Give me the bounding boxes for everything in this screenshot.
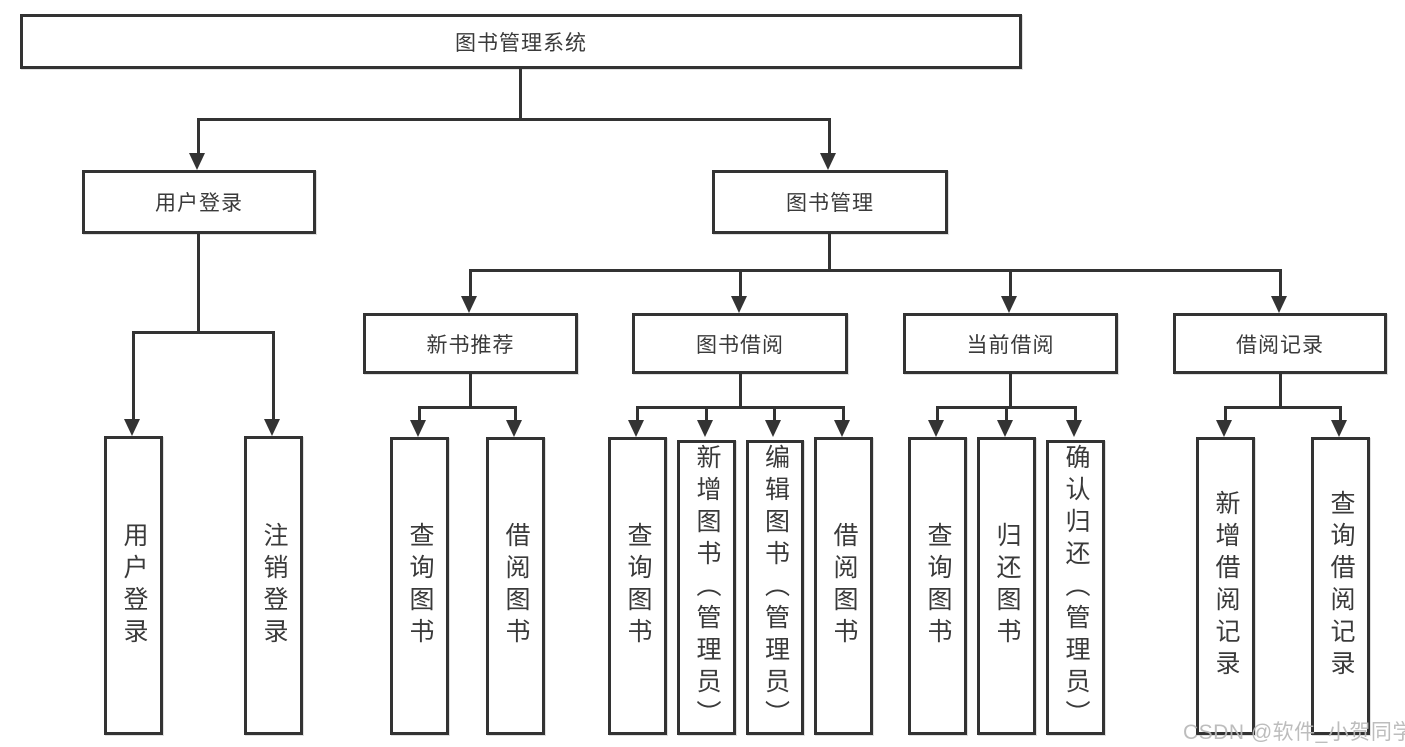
connector-line	[636, 406, 844, 409]
leaf-borrow-books-2: 借阅图书	[814, 437, 873, 735]
connector-line	[828, 233, 831, 271]
connector-line	[1009, 269, 1012, 298]
node-new-book-recommend: 新书推荐	[363, 313, 578, 374]
connector-line	[514, 406, 517, 421]
leaf-user-login: 用户登录	[104, 436, 163, 735]
arrow-down-icon	[124, 419, 140, 436]
node-book-borrowing: 图书借阅	[632, 313, 848, 374]
leaf-logout: 注销登录	[244, 436, 303, 735]
connector-line	[773, 406, 776, 421]
leaf-confirm-return-admin: 确认归还（管理员）	[1046, 440, 1105, 735]
arrow-down-icon	[1331, 420, 1347, 437]
connector-line	[705, 406, 708, 421]
connector-line	[1279, 374, 1282, 408]
arrow-down-icon	[410, 420, 426, 437]
arrow-down-icon	[461, 296, 477, 313]
connector-line	[828, 118, 831, 154]
connector-line	[519, 67, 522, 119]
connector-line	[469, 269, 1282, 272]
connector-line	[418, 406, 421, 421]
arrow-down-icon	[264, 419, 280, 436]
arrow-down-icon	[834, 420, 850, 437]
leaf-add-books-admin: 新增图书（管理员）	[677, 440, 736, 735]
connector-line	[132, 331, 135, 420]
connector-line	[1005, 406, 1008, 421]
connector-line	[1224, 406, 1227, 421]
arrow-down-icon	[1001, 296, 1017, 313]
arrow-down-icon	[1216, 420, 1232, 437]
connector-line	[1279, 269, 1282, 298]
leaf-query-books-2: 查询图书	[608, 437, 667, 735]
arrow-down-icon	[820, 153, 836, 170]
arrow-down-icon	[997, 420, 1013, 437]
connector-line	[469, 269, 472, 298]
leaf-borrow-books-1: 借阅图书	[486, 437, 545, 735]
leaf-query-books-1: 查询图书	[390, 437, 449, 735]
connector-line	[739, 374, 742, 408]
arrow-down-icon	[189, 153, 205, 170]
arrow-down-icon	[928, 420, 944, 437]
csdn-watermark: CSDN @软件_小贺同学	[1183, 721, 1405, 744]
leaf-add-borrow-record: 新增借阅记录	[1196, 437, 1255, 735]
arrow-down-icon	[731, 296, 747, 313]
node-current-borrowing: 当前借阅	[903, 313, 1118, 374]
arrow-down-icon	[765, 420, 781, 437]
connector-line	[936, 406, 939, 421]
connector-line	[1009, 374, 1012, 408]
arrow-down-icon	[1066, 420, 1082, 437]
leaf-query-books-3: 查询图书	[908, 437, 967, 735]
connector-line	[418, 406, 517, 409]
connector-line	[1339, 406, 1342, 421]
node-book-management: 图书管理	[712, 170, 948, 234]
connector-line	[469, 374, 472, 408]
node-user-login: 用户登录	[82, 170, 316, 234]
connector-line	[272, 331, 275, 420]
leaf-edit-books-admin: 编辑图书（管理员）	[746, 440, 804, 735]
leaf-query-borrow-record: 查询借阅记录	[1311, 437, 1370, 735]
node-library-management-system: 图书管理系统	[20, 14, 1022, 69]
connector-line	[739, 269, 742, 298]
arrow-down-icon	[628, 420, 644, 437]
connector-line	[636, 406, 639, 421]
connector-line	[1224, 406, 1341, 409]
connector-line	[197, 233, 200, 333]
arrow-down-icon	[697, 420, 713, 437]
connector-line	[842, 406, 845, 421]
node-borrowing-records: 借阅记录	[1173, 313, 1387, 374]
arrow-down-icon	[506, 420, 522, 437]
leaf-return-books: 归还图书	[977, 437, 1036, 735]
arrow-down-icon	[1271, 296, 1287, 313]
connector-line	[197, 118, 831, 121]
connector-line	[197, 118, 200, 154]
connector-line	[1074, 406, 1077, 421]
connector-line	[132, 331, 275, 334]
